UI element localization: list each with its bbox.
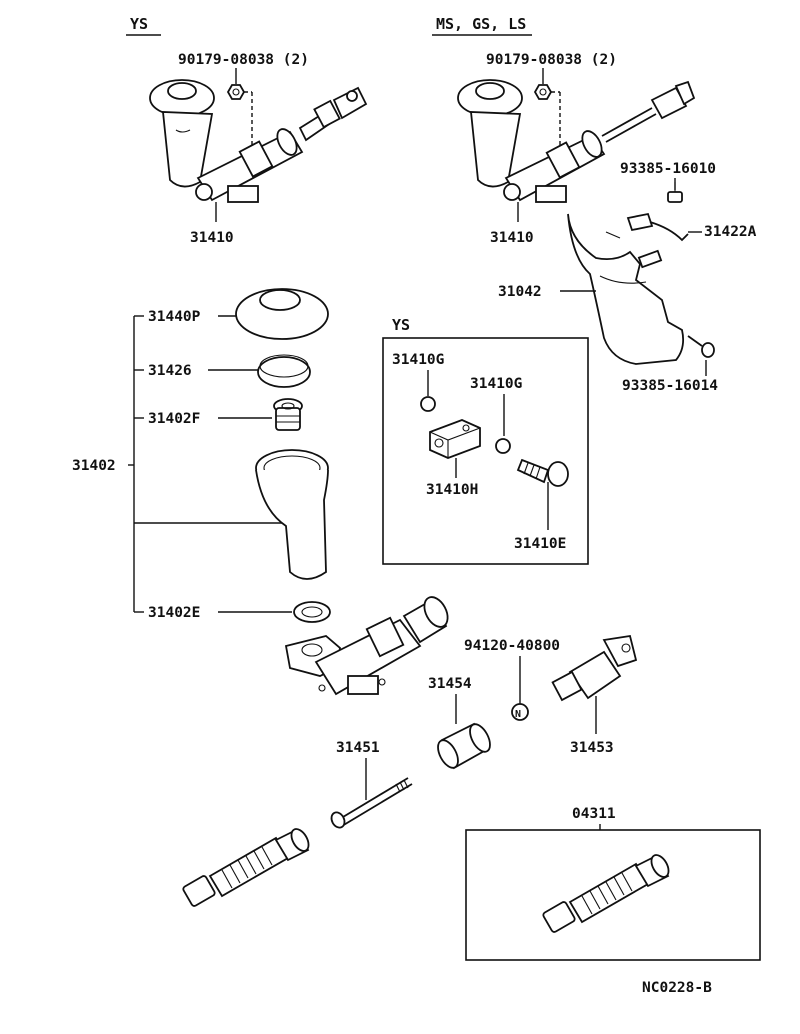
master-cylinder-right bbox=[457, 79, 696, 203]
reservoir-body-icon bbox=[255, 449, 329, 580]
bolt-93385-16014-icon bbox=[687, 335, 715, 358]
cylinder-body-icon bbox=[284, 596, 449, 696]
right-section-title: MS, GS, LS bbox=[436, 15, 526, 33]
fitting-31402f-label: 31402F bbox=[148, 411, 200, 427]
cyl-left-label: 31410 bbox=[190, 230, 234, 246]
switch-31453-label: 31453 bbox=[570, 740, 614, 756]
kit-31402-label: 31402 bbox=[72, 458, 116, 474]
kit-04311-box bbox=[465, 829, 761, 961]
disc-31426-icon bbox=[257, 354, 311, 388]
nut-left-label: 90179-08038 (2) bbox=[178, 52, 309, 68]
ring-31410g-b-label: 31410G bbox=[470, 376, 522, 392]
nut-94120-40800-icon: N bbox=[511, 703, 529, 721]
disc-31426-label: 31426 bbox=[148, 363, 192, 379]
bracket-31422a-icon bbox=[605, 212, 689, 242]
ys-inset-title: YS bbox=[392, 316, 410, 334]
cover-31042-icon bbox=[567, 213, 685, 365]
bolt-31410e-label: 31410E bbox=[514, 536, 566, 552]
cap-31440p-label: 31440P bbox=[148, 309, 201, 325]
ys-inset-box bbox=[382, 337, 589, 565]
bolt-93385-16014-label: 93385-16014 bbox=[622, 378, 718, 394]
ring-31410g-a-icon bbox=[420, 396, 436, 412]
seal-31402e-icon bbox=[293, 601, 331, 623]
kit-04311-rod-icon bbox=[542, 854, 670, 933]
bush-31454-label: 31454 bbox=[428, 676, 472, 692]
rod-31451-label: 31451 bbox=[336, 740, 380, 756]
union-31410h-icon bbox=[429, 419, 481, 459]
ring-31410g-a-label: 31410G bbox=[392, 352, 444, 368]
rod-31451-icon bbox=[330, 777, 413, 829]
union-31410h-label: 31410H bbox=[426, 482, 478, 498]
cap-31440p-icon bbox=[235, 288, 329, 340]
bolt-93385-16010-label: 93385-16010 bbox=[620, 161, 716, 177]
bolt-93385-16010-icon bbox=[667, 182, 683, 203]
ring-31410g-b-icon bbox=[495, 438, 511, 454]
cover-31042-label: 31042 bbox=[498, 284, 542, 300]
left-section-title: YS bbox=[130, 15, 148, 33]
bolt-31410e-icon bbox=[516, 458, 569, 487]
bush-31454-icon bbox=[437, 722, 491, 770]
fitting-31402f-icon bbox=[273, 398, 303, 431]
push-rod-assembly-icon bbox=[182, 828, 310, 907]
seal-31402e-label: 31402E bbox=[148, 605, 200, 621]
nut-right-label: 90179-08038 (2) bbox=[486, 52, 617, 68]
figure-code: NC0228-B bbox=[642, 980, 712, 996]
nut-left-icon bbox=[226, 84, 246, 100]
nut-right-icon bbox=[533, 84, 553, 100]
nut-94120-40800-label: 94120-40800 bbox=[464, 638, 560, 654]
switch-31453-icon bbox=[551, 634, 638, 702]
cyl-right-label: 31410 bbox=[490, 230, 534, 246]
svg-text:N: N bbox=[515, 709, 521, 720]
bracket-31422a-label: 31422A bbox=[704, 224, 757, 240]
kit-04311-label: 04311 bbox=[572, 806, 616, 822]
master-cylinder-left bbox=[149, 79, 368, 203]
